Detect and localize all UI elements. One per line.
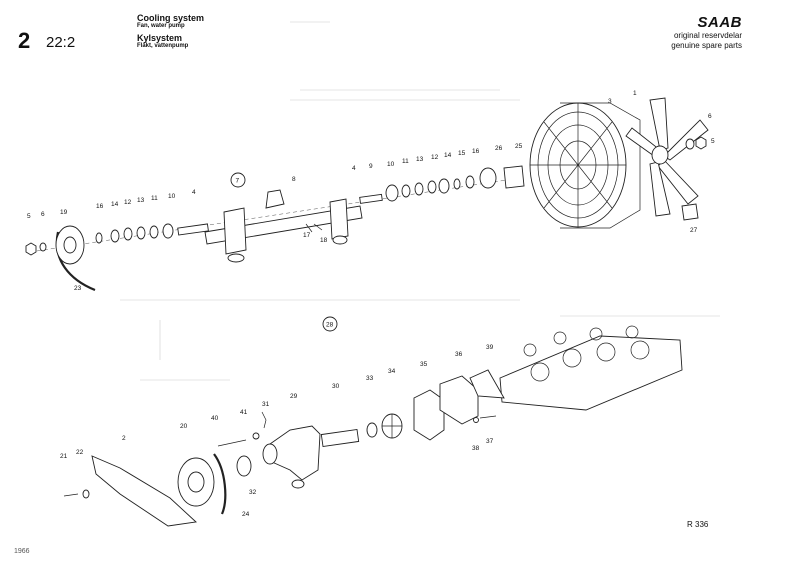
callout-top-21: 16	[472, 148, 480, 155]
washer-left	[39, 242, 47, 252]
callout-top-2: 19	[60, 209, 68, 216]
fan-blade	[625, 97, 709, 217]
callout-top-8: 10	[168, 193, 176, 200]
shaft-housing	[204, 189, 363, 263]
callout-bottom-6: 31	[262, 401, 270, 408]
pump-hub	[236, 455, 252, 477]
brand-block: SAAB original reservdelar genuine spare …	[671, 14, 742, 51]
callout-bottom-0: 21	[60, 453, 68, 460]
title-english: Cooling system	[137, 13, 205, 23]
callout-top-7: 11	[151, 195, 158, 202]
callout-bottom-5: 41	[240, 409, 248, 416]
title-swedish: Kylsystem	[137, 32, 183, 43]
paper-ghosting	[120, 21, 720, 381]
callout-bottom-4: 40	[211, 415, 219, 422]
nut-left	[25, 242, 37, 256]
callout-top-11: 17	[303, 232, 311, 239]
callout-bottom-17: 38	[472, 445, 480, 452]
callout-top-9: 4	[192, 189, 196, 196]
callout-top-25: 1	[633, 90, 637, 97]
callout-bottom-15: 39	[486, 344, 494, 351]
group-marker-top	[230, 172, 246, 188]
subtitle-swedish: Fläkt, vattenpump	[137, 43, 189, 50]
callout-top-28: 27	[690, 227, 698, 234]
water-pump-assembly	[63, 316, 683, 527]
callout-bottom-8: 24	[242, 511, 250, 518]
section-number: 2	[18, 28, 31, 53]
callout-top-3: 16	[96, 203, 104, 210]
callout-bottom-10: 30	[332, 383, 340, 390]
washer-right	[685, 138, 695, 150]
subtitle-english: Fan, water pump	[137, 23, 185, 30]
callout-bottom-7: 32	[249, 489, 257, 496]
spacer	[681, 203, 699, 221]
sleeve	[503, 165, 525, 189]
callout-bottom-13: 35	[420, 361, 428, 368]
pump-body	[269, 425, 321, 481]
cover-plate	[439, 375, 479, 425]
callout-top-4: 14	[111, 201, 119, 208]
callout-top-22: 26	[495, 145, 503, 152]
callout-top-5: 12	[124, 199, 132, 206]
callout-bottom-16: 37	[486, 438, 494, 445]
callout-top-14: 9	[369, 163, 373, 170]
gasket	[413, 389, 445, 441]
callout-top-26: 6	[708, 113, 712, 120]
group-label-top: 7	[236, 178, 240, 185]
callout-bottom-11: 33	[366, 375, 374, 382]
callout-top-23: 25	[515, 143, 523, 150]
callout-bottom-9: 29	[290, 393, 298, 400]
callout-top-24: 3	[608, 98, 612, 105]
callout-bottom-1: 22	[76, 449, 84, 456]
brand-line-swedish: original reservdelar	[673, 31, 742, 40]
cylinder-head	[499, 325, 683, 411]
group-label-bottom: 28	[326, 322, 334, 329]
saab-logo: SAAB	[697, 14, 742, 31]
callout-bottom-12: 34	[388, 368, 396, 375]
impeller	[381, 413, 403, 439]
drawing-reference: R 336	[687, 520, 709, 529]
callout-top-29: 23	[74, 285, 82, 292]
callout-top-0: 5	[27, 213, 31, 220]
callout-top-16: 11	[402, 158, 409, 165]
edition-date: 1966	[14, 548, 30, 555]
nut-right	[695, 136, 707, 150]
callout-bottom-14: 36	[455, 351, 463, 358]
callout-top-15: 10	[387, 161, 395, 168]
callout-top-13: 4	[352, 165, 356, 172]
pump-fan-blade	[91, 455, 198, 527]
callout-top-20: 15	[458, 150, 466, 157]
callout-top-27: 5	[711, 138, 715, 145]
pump-shaft	[320, 429, 360, 447]
callout-bottom-2: 2	[122, 435, 126, 442]
fan-shroud	[529, 102, 641, 229]
callout-top-1: 6	[41, 211, 45, 218]
brand-line-english: genuine spare parts	[671, 41, 742, 50]
group-marker-bottom	[322, 316, 338, 332]
callout-top-12: 18	[320, 237, 328, 244]
hose-clamp	[479, 167, 497, 189]
callout-bottom-3: 20	[180, 423, 188, 430]
title-block: Cooling system Fan, water pump Kylsystem…	[137, 13, 205, 53]
section-subnumber: 22:2	[46, 34, 76, 51]
callout-top-10: 8	[292, 176, 296, 183]
callout-top-18: 12	[431, 154, 439, 161]
callout-top-17: 13	[416, 156, 424, 163]
callout-top-6: 13	[137, 197, 145, 204]
fan-shaft-assembly	[25, 97, 709, 292]
callout-top-19: 14	[444, 152, 452, 159]
